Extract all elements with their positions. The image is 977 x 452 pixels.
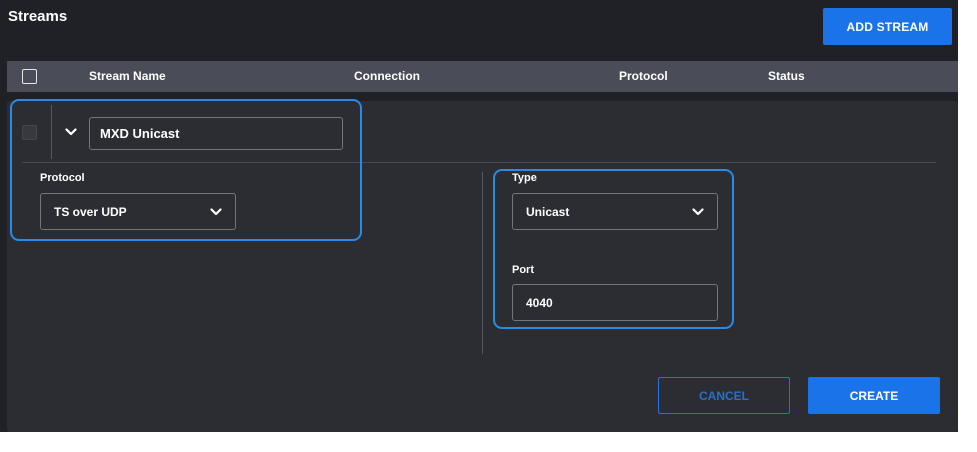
- chevron-down-icon: [65, 128, 77, 136]
- select-all-checkbox[interactable]: [22, 69, 37, 84]
- protocol-select[interactable]: TS over UDP: [40, 193, 236, 230]
- column-header-stream-name[interactable]: Stream Name: [89, 69, 166, 83]
- row-checkbox[interactable]: [22, 125, 37, 140]
- page-title: Streams: [8, 8, 68, 25]
- port-value: 4040: [526, 295, 553, 310]
- table-header: Stream Name Connection Protocol Status: [7, 61, 958, 92]
- add-stream-button[interactable]: ADD STREAM: [823, 8, 952, 45]
- create-button[interactable]: CREATE: [808, 377, 940, 414]
- column-header-connection[interactable]: Connection: [354, 69, 420, 83]
- column-header-status[interactable]: Status: [768, 69, 805, 83]
- chevron-down-icon: [692, 207, 704, 215]
- collapse-button[interactable]: [61, 122, 81, 142]
- type-label: Type: [512, 172, 537, 184]
- type-select[interactable]: Unicast: [512, 193, 718, 230]
- port-label: Port: [512, 264, 534, 276]
- chevron-down-icon: [210, 207, 222, 215]
- protocol-label: Protocol: [40, 172, 85, 184]
- port-input[interactable]: 4040: [512, 284, 718, 321]
- column-divider: [482, 172, 483, 354]
- streams-page: Streams ADD STREAM Stream Name Connectio…: [0, 0, 958, 432]
- stream-name-input[interactable]: [89, 117, 343, 150]
- form-divider: [22, 162, 936, 163]
- cancel-button[interactable]: CANCEL: [658, 377, 790, 414]
- column-header-protocol[interactable]: Protocol: [619, 69, 668, 83]
- type-value: Unicast: [526, 204, 570, 219]
- row-divider: [51, 105, 52, 159]
- protocol-value: TS over UDP: [54, 204, 127, 219]
